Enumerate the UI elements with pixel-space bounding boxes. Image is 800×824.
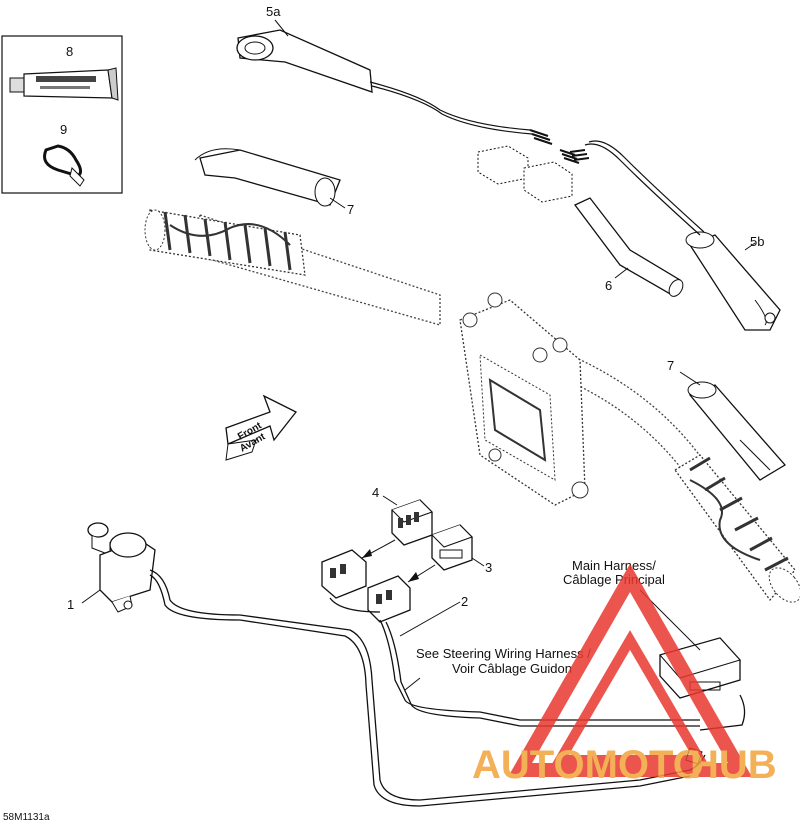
steering-note-1: See Steering Wiring Harness / bbox=[416, 646, 591, 661]
cable-tie-icon bbox=[43, 144, 85, 187]
grip-sleeve-top bbox=[194, 148, 341, 207]
watermark: AUTOMOTO HUB bbox=[472, 563, 777, 787]
figure-code: 58M1131a bbox=[3, 812, 50, 823]
main-harness-label-2: Câblage Principal bbox=[563, 572, 665, 587]
grip-sleeve-right bbox=[687, 381, 787, 481]
wiring-harness bbox=[149, 569, 746, 807]
inset-box: 8 9 bbox=[1, 35, 123, 194]
callout-6: 6 bbox=[605, 278, 612, 293]
callout-5b: 5b bbox=[750, 234, 764, 249]
callout-3: 3 bbox=[485, 560, 492, 575]
grip-connectors bbox=[477, 145, 580, 203]
callout-9: 9 bbox=[60, 122, 67, 137]
connector-part-4 bbox=[391, 499, 433, 546]
heating-element-left bbox=[236, 29, 553, 145]
callout-7-right: 7 bbox=[667, 358, 674, 373]
main-harness-label-1: Main Harness/ bbox=[572, 558, 656, 573]
connector-part-3 bbox=[431, 524, 473, 571]
bar-part-6 bbox=[573, 197, 684, 297]
heating-element-right bbox=[569, 140, 781, 331]
callout-1: 1 bbox=[67, 597, 74, 612]
steering-note-2: Voir Câblage Guidon bbox=[452, 661, 572, 676]
right-grip bbox=[674, 454, 800, 603]
callout-8: 8 bbox=[66, 44, 73, 59]
grease-tube-icon bbox=[9, 67, 119, 101]
callout-7-top: 7 bbox=[347, 202, 354, 217]
handlebar-stem bbox=[459, 292, 589, 506]
handlebar bbox=[144, 209, 800, 603]
callout-4: 4 bbox=[372, 485, 379, 500]
watermark-text-1: AUTOMOTO bbox=[472, 743, 704, 787]
heater-switch bbox=[87, 522, 156, 613]
left-grip bbox=[144, 209, 306, 276]
harness-connectors bbox=[321, 549, 411, 623]
callout-5a: 5a bbox=[266, 4, 281, 19]
watermark-text-2: HUB bbox=[690, 743, 777, 787]
front-direction-arrow: Front Avant bbox=[225, 394, 298, 461]
callout-2: 2 bbox=[461, 594, 468, 609]
